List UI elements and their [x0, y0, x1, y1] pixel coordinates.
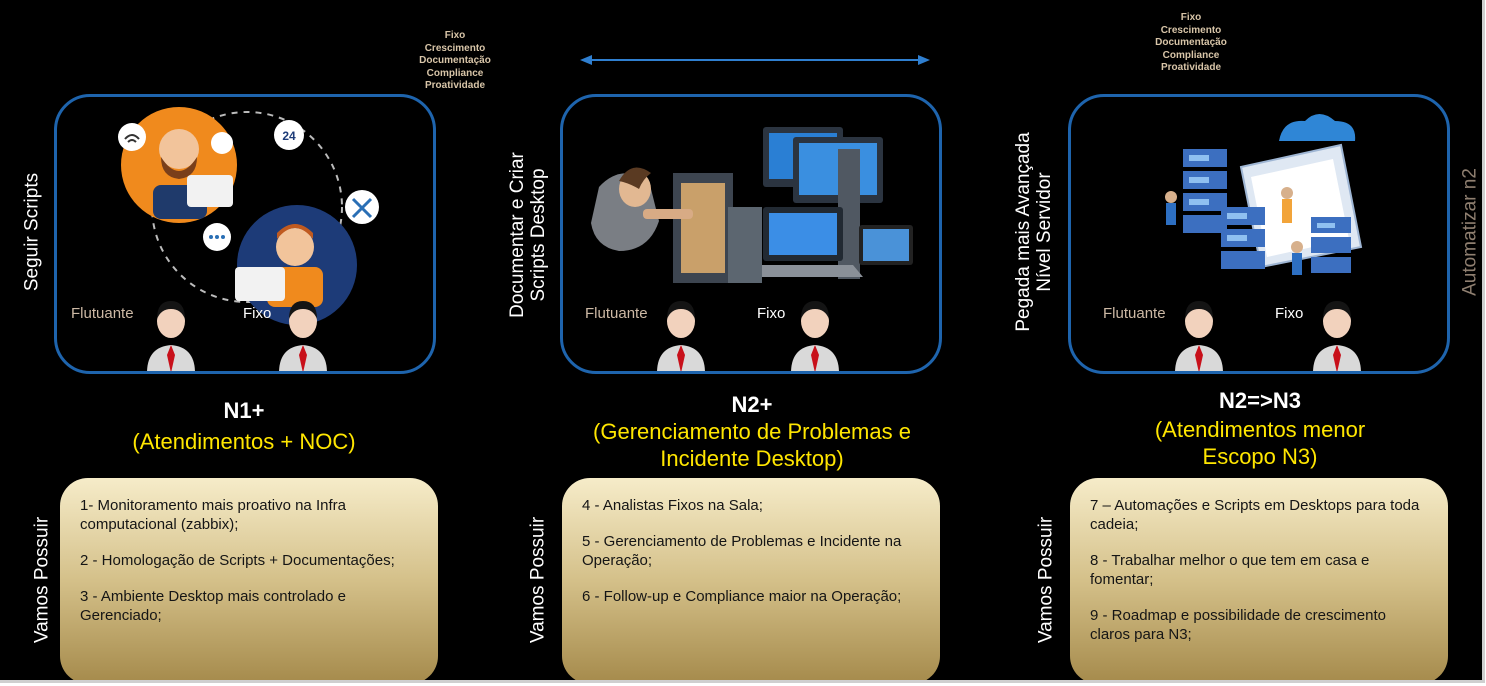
n2-item-4: 4 - Analistas Fixos na Sala;: [582, 497, 763, 514]
top-notes-2: Fixo Crescimento Documentação Compliance…: [1155, 12, 1227, 73]
n2-illustration-frame: Flutuante Fixo: [560, 94, 942, 374]
level-subtitle-n1: (Atendimentos + NOC): [132, 429, 356, 454]
person-icon-fixo-2: [791, 301, 839, 371]
n1-item-2: 2 - Homologação de Scripts + Documentaçõ…: [80, 552, 395, 569]
vamos-possuir-2: Vamos Possuir: [527, 516, 549, 644]
role-fixo-1: Fixo: [243, 305, 272, 322]
role-flutuante-3: Flutuante: [1103, 305, 1166, 322]
n3-item-9: 9 - Roadmap e possibilidade de crescimen…: [1090, 607, 1386, 643]
vamos-possuir-3: Vamos Possuir: [1035, 516, 1057, 644]
support-team-illustration: 24: [118, 107, 379, 325]
n2-item-5: 5 - Gerenciamento de Problemas e Inciden…: [582, 533, 902, 569]
level-title-n3: N2=>N3: [1219, 388, 1301, 413]
side-label-documentar-scripts: Documentar e Criar Scripts Desktop: [507, 152, 549, 318]
role-flutuante-2: Flutuante: [585, 305, 648, 322]
n2-items-box: 4 - Analistas Fixos na Sala; 5 - Gerenci…: [562, 478, 940, 680]
side-label-seguir-scripts: Seguir Scripts: [21, 172, 43, 292]
level-subtitle-n3: (Atendimentos menor Escopo N3): [1154, 417, 1366, 469]
role-fixo-3: Fixo: [1275, 305, 1304, 322]
n2-item-6: 6 - Follow-up e Compliance maior na Oper…: [582, 588, 902, 605]
side-label-pegada-avancada: Pegada mais Avançada Nível Servidor: [1013, 132, 1055, 332]
vamos-possuir-1: Vamos Possuir: [31, 516, 53, 644]
n1-item-3: 3 - Ambiente Desktop mais controlado e G…: [80, 588, 346, 624]
level-subtitle-n2: (Gerenciamento de Problemas e Incidente …: [593, 419, 911, 471]
person-icon-fixo-1: [279, 301, 327, 371]
right-label-automatizar: Automatizar n2: [1459, 168, 1481, 296]
top-notes-1: Fixo Crescimento Documentação Compliance…: [419, 30, 491, 91]
level-title-n1: N1+: [223, 398, 265, 423]
person-icon-flutuante-3: [1175, 301, 1223, 371]
person-icon-flutuante-2: [657, 301, 705, 371]
n1-item-1: 1- Monitoramento mais proativo na Infra …: [80, 497, 346, 533]
role-flutuante-1: Flutuante: [71, 305, 134, 322]
n1-illustration-frame: 24 Flutuante Fixo: [54, 94, 436, 374]
svg-text:24: 24: [282, 129, 296, 143]
desktop-repair-illustration: [591, 127, 913, 283]
person-icon-fixo-3: [1313, 301, 1361, 371]
level-title-n2: N2+: [731, 392, 773, 417]
n3-item-7: 7 – Automações e Scripts em Desktops par…: [1090, 497, 1420, 533]
role-fixo-2: Fixo: [757, 305, 786, 322]
double-arrow: [580, 55, 930, 65]
person-icon-flutuante-1: [147, 301, 195, 371]
n1-items-box: 1- Monitoramento mais proativo na Infra …: [60, 478, 438, 680]
n3-item-8: 8 - Trabalhar melhor o que tem em casa e…: [1090, 552, 1370, 588]
n3-items-box: 7 – Automações e Scripts em Desktops par…: [1070, 478, 1448, 680]
server-cloud-illustration: [1165, 114, 1363, 275]
n3-illustration-frame: Flutuante Fixo: [1068, 94, 1450, 374]
